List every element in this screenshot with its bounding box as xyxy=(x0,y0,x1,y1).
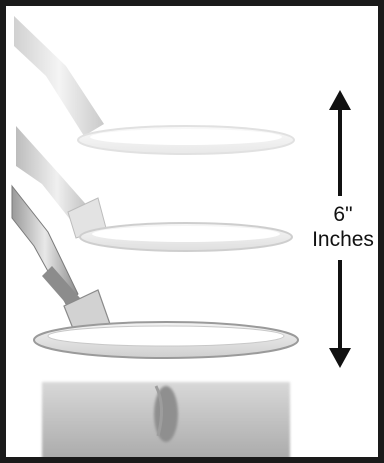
bottom-position-tool xyxy=(12,186,298,358)
arrow-up-icon xyxy=(329,90,351,110)
top-position-ghost xyxy=(14,16,294,154)
arrow-down-icon xyxy=(329,348,351,368)
height-value: 6" xyxy=(298,202,384,227)
height-label: 6" Inches xyxy=(298,202,384,252)
height-unit: Inches xyxy=(298,227,384,252)
ground-strip xyxy=(42,382,290,462)
